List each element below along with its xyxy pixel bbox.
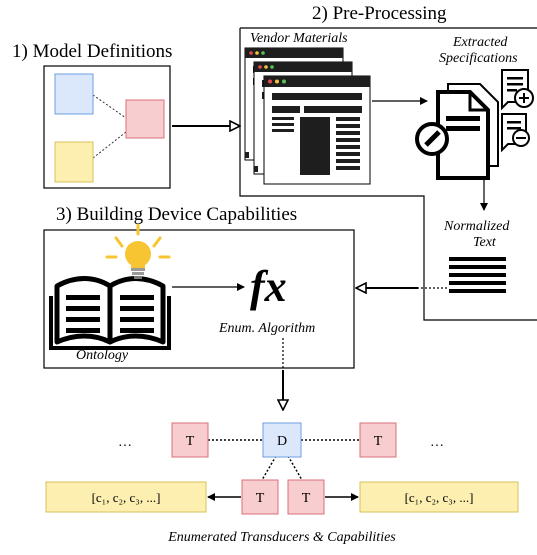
- text-lines-icon: [449, 257, 506, 293]
- link-d-t-bottom-left: [261, 455, 277, 481]
- building-capabilities-frame: [43, 229, 355, 369]
- ellipsis-left: …: [118, 435, 132, 450]
- lightbulb-icon: [105, 223, 171, 279]
- caption: Enumerated Transducers & Capabilities: [167, 530, 396, 545]
- transducer-node-right-label: T: [374, 434, 383, 449]
- transducer-node-bottom-right-label: T: [302, 491, 311, 506]
- section-building-capabilities-title: 3) Building Device Capabilities: [56, 204, 297, 225]
- model-link-blue-pink: [92, 94, 127, 119]
- capability-list-left: [45, 481, 207, 513]
- section-pre-processing-title: 2) Pre-Processing: [312, 3, 447, 24]
- enum-algorithm-label: Enum. Algorithm: [218, 321, 315, 336]
- transducer-node-left: [171, 422, 209, 458]
- capability-list-right: [359, 481, 519, 513]
- transducer-node-left-label: T: [186, 434, 195, 449]
- document-window-icon: [244, 47, 371, 185]
- book-icon: [49, 276, 171, 350]
- ontology-label: Ontology: [76, 348, 129, 363]
- capability-list-left-text: [c₁, c₂, c₃, ...]: [92, 490, 161, 505]
- normalized-label-line1: Normalized: [443, 219, 510, 234]
- document-edit-icon: [415, 83, 499, 180]
- capability-list-right-text: [c₁, c₂, c₃, ...]: [405, 490, 474, 505]
- model-box-yellow: [54, 141, 94, 183]
- model-box-pink: [125, 99, 165, 139]
- transducer-node-bottom-right: [287, 479, 325, 515]
- link-d-t-bottom-right: [287, 455, 303, 481]
- pre-processing-frame: [239, 27, 537, 321]
- device-node-label: D: [277, 434, 287, 449]
- fx-icon: fx: [250, 262, 287, 311]
- section-model-definitions-title: 1) Model Definitions: [12, 41, 172, 62]
- transducer-node-bottom-left: [241, 479, 279, 515]
- extracted-label-line2: Specifications: [439, 51, 518, 66]
- remove-doc-icon: [501, 113, 530, 153]
- transducer-node-right: [359, 422, 397, 458]
- vendor-materials-label: Vendor Materials: [250, 31, 348, 46]
- model-link-yellow-pink: [92, 131, 127, 159]
- device-node: [262, 422, 302, 458]
- ellipsis-right: …: [430, 435, 444, 450]
- model-box-blue: [54, 73, 94, 115]
- extracted-label-line1: Extracted: [452, 35, 508, 50]
- normalized-label-line2: Text: [473, 235, 497, 250]
- add-doc-icon: [501, 69, 534, 111]
- transducer-node-bottom-left-label: T: [256, 491, 265, 506]
